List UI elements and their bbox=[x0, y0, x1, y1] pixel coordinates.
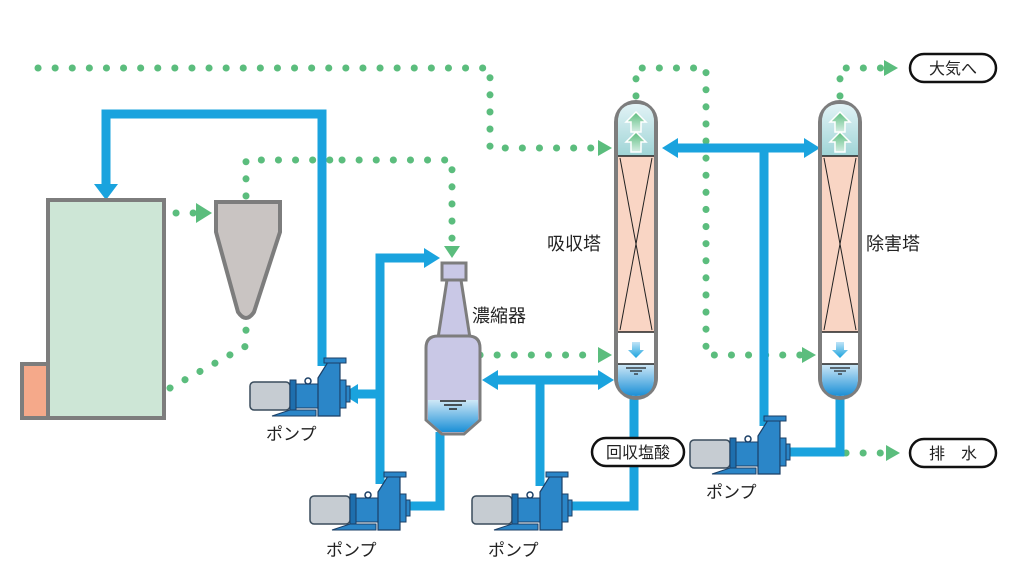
arrow-head-icon bbox=[482, 370, 498, 390]
concentrator-label: 濃縮器 bbox=[472, 306, 526, 327]
up-arrow-icon bbox=[624, 130, 648, 153]
cyclone bbox=[214, 200, 282, 320]
arrow-head-icon bbox=[598, 347, 612, 363]
arrow-head-icon bbox=[598, 140, 612, 156]
atmosphere-terminal: 大気へ bbox=[908, 52, 998, 84]
arrow-head-icon bbox=[94, 184, 118, 200]
arrow-head-icon bbox=[884, 60, 898, 76]
liquid-flow-arrowheads bbox=[94, 138, 820, 404]
pump-3-icon bbox=[471, 471, 573, 531]
up-arrow-icon bbox=[828, 130, 852, 153]
arrow-head-icon bbox=[196, 203, 212, 223]
atmosphere-label: 大気へ bbox=[929, 59, 977, 78]
arrow-head-icon bbox=[662, 138, 678, 158]
pump-1-label: ポンプ bbox=[266, 425, 317, 445]
furnace bbox=[20, 198, 166, 420]
concentrator bbox=[424, 261, 482, 436]
down-arrow-icon bbox=[628, 342, 644, 358]
arrow-head-icon bbox=[802, 347, 816, 363]
pump-4-label: ポンプ bbox=[706, 483, 757, 503]
liquid-flow-lines bbox=[101, 109, 845, 511]
absorber-label: 吸収塔 bbox=[547, 234, 601, 255]
arrow-head-icon bbox=[444, 246, 460, 258]
recovered-acid-label: 回収塩酸 bbox=[606, 443, 670, 462]
scrubber-label: 除害塔 bbox=[866, 234, 920, 255]
drain-label: 排 水 bbox=[929, 444, 977, 463]
arrow-head-icon bbox=[804, 138, 820, 158]
arrow-head-icon bbox=[424, 248, 440, 268]
absorber-tower bbox=[614, 100, 658, 400]
heater bbox=[20, 362, 50, 420]
pump-2-label: ポンプ bbox=[326, 541, 377, 561]
pump-2-icon bbox=[309, 471, 411, 531]
scrubber-tower bbox=[818, 100, 862, 400]
pump-3-label: ポンプ bbox=[488, 541, 539, 561]
arrow-head-icon bbox=[598, 370, 614, 390]
gas-flow-arrowheads bbox=[196, 60, 900, 461]
drain-terminal: 排 水 bbox=[908, 437, 998, 469]
gas-flow-lines bbox=[34, 64, 892, 457]
arrow-head-icon bbox=[886, 445, 900, 461]
pump-1-icon bbox=[249, 357, 351, 417]
pump-4-icon bbox=[689, 415, 791, 475]
down-arrow-icon bbox=[832, 342, 848, 358]
recovered-acid-terminal: 回収塩酸 bbox=[590, 436, 686, 468]
